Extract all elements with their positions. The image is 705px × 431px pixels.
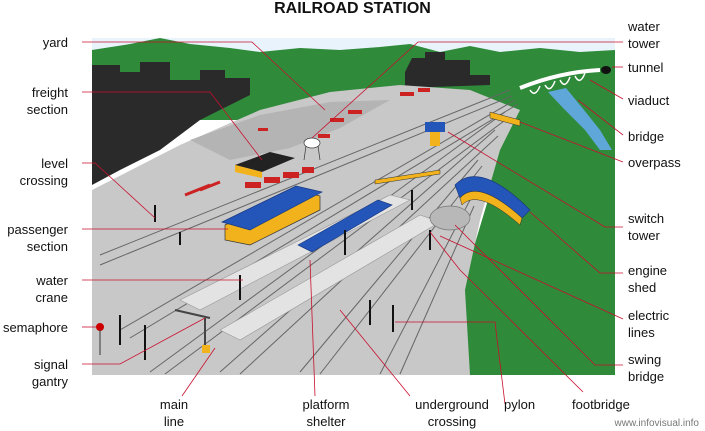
label-level-crossing: level crossing [19,156,68,188]
label-swing-bridge: swing bridge [628,352,665,384]
freight-crane [184,180,221,197]
label-signal-gantry: signal gantry [31,357,68,389]
freight-building-wall [235,165,262,178]
label-overpass: overpass [628,155,681,170]
switch-tower-top [425,122,445,132]
label-electric-lines: electric lines [628,308,670,340]
overpass [489,111,521,127]
tunnel-portal [601,66,611,74]
freight-cars [245,88,430,188]
signal-gantry-box [202,345,210,353]
label-footbridge: footbridge [572,397,630,412]
passenger-station-roof [221,185,323,231]
engine-shed-wall [459,191,523,226]
label-underground-crossing: underground crossing [415,397,489,429]
label-water-tower: water tower [628,19,660,51]
water-tower-tank [303,137,321,149]
viaduct [519,68,601,90]
semaphore-light [96,323,104,331]
river [548,88,612,150]
pylons [119,190,431,360]
label-passenger-section: passenger section [7,222,68,254]
label-platform-shelter: platform shelter [302,397,350,429]
label-yard: yard [42,35,68,50]
label-switch-tower: switch tower [628,211,665,243]
label-viaduct: viaduct [628,93,670,108]
swing-bridge-turntable [429,205,471,231]
city-silhouette-right [405,52,490,88]
label-semaphore: semaphore [2,320,68,335]
platform-shelter [297,199,393,253]
label-pylon: pylon [504,397,536,412]
diagram-title: RAILROAD STATION [274,0,431,17]
label-freight-section: freight section [26,85,68,117]
leader-lines [82,41,624,405]
label-main-line: main line [159,397,189,429]
label-tunnel: tunnel [628,60,664,75]
footbridge [374,169,441,185]
label-bridge: bridge [628,129,665,144]
signal-gantry-structure [174,309,211,350]
switch-tower-base [430,132,440,146]
label-water-crane: water crane [35,273,68,305]
viaduct-arches [529,72,586,94]
embankment [190,100,390,160]
label-engine-shed: engine shed [628,263,668,295]
freight-building-roof [235,152,295,172]
credit-text: www.infovisual.info [614,418,699,429]
water-tower-legs [303,145,321,161]
